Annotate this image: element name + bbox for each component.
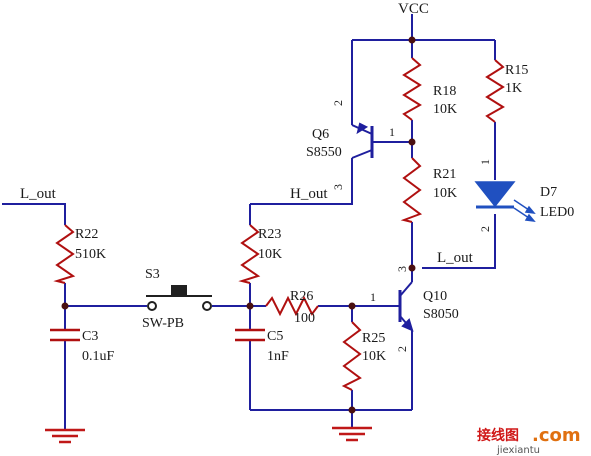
q6-value: S8550 [306, 145, 342, 160]
resistors [53, 57, 505, 391]
s3-contact-left [147, 301, 157, 311]
occlusion-patch-right [263, 228, 408, 248]
watermark-domain: jiexiantu [496, 445, 540, 456]
q10-collector-lead [399, 281, 413, 297]
r18-value: 10K [433, 102, 457, 117]
q6-collector-lead [351, 149, 373, 159]
r22-value: 510K [75, 247, 106, 262]
r23-zigzag [238, 224, 261, 284]
r15-ref: R15 [505, 63, 528, 78]
q10-pin-2: 2 [395, 346, 409, 352]
junction-r25 [348, 302, 356, 310]
r25-zigzag [341, 321, 362, 391]
r26-ref: R26 [290, 289, 313, 304]
capacitors [50, 328, 265, 342]
net-label-l-out-right: L_out [437, 250, 474, 266]
s3-ref: S3 [145, 267, 160, 282]
ground-symbols [45, 426, 372, 444]
junction-bottom [348, 406, 356, 414]
ground-right [332, 426, 372, 442]
watermark-dotcom: .com [532, 425, 581, 446]
d7-pin-1: 1 [478, 159, 492, 165]
r22-zigzag [53, 224, 76, 284]
net-label-vcc: VCC [398, 1, 429, 17]
d7-pin-2: 2 [478, 226, 492, 232]
wire-led-lout [422, 214, 496, 269]
q6-arrow [356, 122, 369, 135]
junction-dots [61, 36, 416, 414]
r25-ref: R25 [362, 331, 385, 346]
r21-zigzag [400, 157, 423, 223]
junction-c5 [246, 302, 254, 310]
s3-plunger [171, 285, 187, 297]
c3-value: 0.1uF [82, 349, 115, 364]
q10-value: S8050 [423, 307, 459, 322]
wire-lout-left [2, 203, 66, 225]
r25-value: 10K [362, 349, 386, 364]
s3-contact-right [202, 301, 212, 311]
watermark-brand: 接线图 [477, 427, 519, 444]
q6-transistor-symbol [351, 122, 384, 159]
r26-value: 100 [294, 311, 315, 326]
q6-ref: Q6 [312, 127, 329, 142]
d7-led-symbol [474, 181, 536, 222]
r15-value: 1K [505, 81, 522, 96]
r22-ref: R22 [75, 227, 98, 242]
r26-zigzag [265, 295, 319, 317]
q10-transistor-symbol [398, 281, 414, 332]
ground-left [45, 428, 85, 444]
junction-vcc [408, 36, 416, 44]
r18-ref: R18 [433, 84, 456, 99]
wires [2, 14, 496, 430]
wire-q6-collector [250, 158, 353, 205]
junction-q10-collector [408, 264, 416, 272]
r15-zigzag [485, 59, 505, 123]
s3-switch-symbol [146, 285, 212, 311]
r18-zigzag [402, 57, 422, 121]
q10-arrow [401, 318, 414, 332]
q10-pin-3: 3 [395, 266, 409, 272]
occlusion-patch-left [138, 212, 236, 256]
d7-triangle [474, 181, 516, 208]
junction-c3 [61, 302, 69, 310]
net-label-h-out: H_out [290, 186, 328, 202]
q6-pin-1: 1 [389, 125, 395, 139]
c3-symbol [50, 328, 80, 342]
q10-ref: Q10 [423, 289, 447, 304]
q6-pin-3: 3 [331, 184, 345, 190]
c5-symbol [235, 328, 265, 342]
c3-ref: C3 [82, 329, 98, 344]
net-label-l-out-left: L_out [20, 186, 57, 202]
c5-ref: C5 [267, 329, 283, 344]
q6-pin-2: 2 [331, 100, 345, 106]
junction-q6-base [408, 138, 416, 146]
watermark-logo: 接线图 .com jiexiantu [477, 425, 581, 456]
q10-pin-1: 1 [370, 290, 376, 304]
r23-value: 10K [258, 247, 282, 262]
s3-value: SW-PB [142, 316, 184, 331]
c5-value: 1nF [267, 349, 289, 364]
d7-value: LED0 [540, 205, 574, 220]
r21-value: 10K [433, 186, 457, 201]
d7-ref: D7 [540, 185, 557, 200]
r23-ref: R23 [258, 227, 281, 242]
d7-light-arrows [513, 199, 536, 222]
r21-ref: R21 [433, 167, 456, 182]
